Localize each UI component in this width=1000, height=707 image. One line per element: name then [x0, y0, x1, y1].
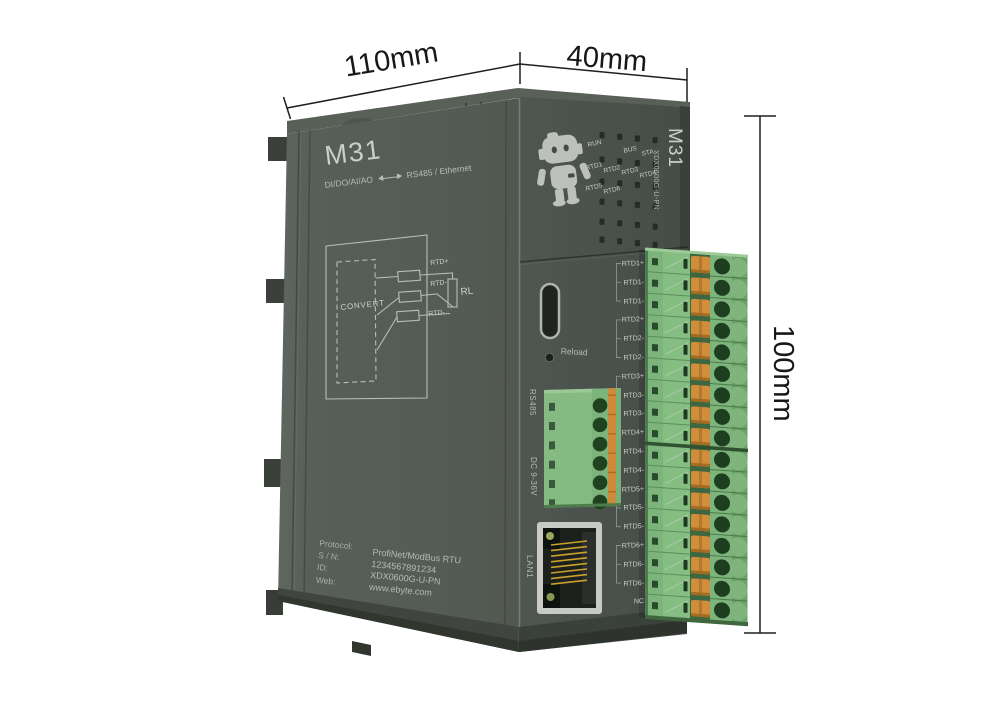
rs485-wire-hole: [592, 436, 608, 452]
terminal-wire-hole: [714, 430, 730, 447]
led-hole: [634, 135, 640, 142]
rs485-wire-hole: [592, 456, 608, 471]
terminal-wire-hole: [714, 580, 730, 597]
terminal-wire-hole: [714, 537, 730, 554]
terminal-wire-hole: [714, 322, 730, 339]
terminal-wire-hole: [714, 451, 730, 468]
terminal-pin-slot: [652, 515, 658, 524]
usb-c-port: [539, 282, 561, 340]
rs485-pin-slot: [549, 479, 555, 489]
terminal-pin-slot: [652, 451, 658, 459]
reload-button: [544, 352, 555, 363]
terminal-wire-hole: [714, 258, 730, 275]
led-hole: [652, 161, 658, 168]
terminal-wire-hole: [714, 494, 730, 511]
led-hole: [634, 181, 640, 189]
led-hole: [617, 180, 623, 187]
led-hole: [617, 238, 623, 245]
led-hole: [652, 223, 658, 230]
terminal-group-bracket: [616, 319, 621, 358]
led-hole: [634, 239, 640, 247]
led-hole: [652, 241, 658, 248]
terminal-group-bracket: [616, 545, 621, 584]
side-skirt-shadow: [278, 595, 519, 652]
terminal-pin-slot: [652, 601, 658, 610]
led-hole: [599, 132, 605, 139]
led-grid: [599, 132, 658, 248]
terminal-wire-hole: [714, 279, 730, 296]
terminal-pin-slot: [652, 365, 658, 373]
side-face-grooves: [291, 100, 507, 649]
circuit-diagram: [325, 234, 458, 400]
led-hole: [652, 203, 658, 210]
terminal-wire-hole: [714, 344, 730, 361]
terminal-pin-slot: [652, 537, 658, 545]
terminal-pin-slot: [652, 558, 658, 567]
terminal-pin-slot: [652, 408, 658, 416]
rj45-pins: [550, 540, 588, 585]
side-face: [278, 98, 519, 652]
led-hole: [599, 178, 605, 185]
led-hole: [617, 200, 623, 207]
terminal-wire-hole: [714, 387, 730, 404]
terminal-pin-slot: [652, 322, 658, 330]
led-hole: [634, 221, 640, 229]
terminal-pin-slot: [652, 429, 658, 438]
rj45-port: [537, 522, 602, 614]
robot-logo-icon: [537, 132, 591, 207]
terminal-pin-slot: [652, 580, 658, 588]
terminal-wire-hole: [714, 473, 730, 490]
led-hole: [599, 156, 605, 163]
terminal-block: [645, 247, 748, 627]
led-hole: [652, 183, 658, 190]
led-hole: [617, 133, 623, 140]
terminal-wire-hole: [714, 301, 730, 318]
terminal-pin-slot: [652, 257, 658, 266]
terminal-pin-slot: [652, 472, 658, 481]
terminal-wire-hole: [714, 559, 730, 576]
front-skirt-shadow: [519, 620, 687, 652]
rs485-wire-hole: [592, 417, 608, 433]
rs485-wire-hole: [592, 475, 608, 491]
rs485-pin-slot: [549, 460, 555, 469]
terminal-pin-slot: [652, 343, 658, 352]
front-right-bevel: [680, 106, 690, 257]
terminal-pin-slot: [652, 386, 658, 395]
led-hole: [652, 137, 658, 144]
led-hole: [599, 198, 605, 205]
rs485-power-connector: [544, 387, 621, 510]
rs485-wire-hole: [592, 398, 608, 413]
led-hole: [634, 159, 640, 167]
led-hole: [599, 236, 605, 243]
led-hole: [617, 158, 623, 165]
bottom-foot: [352, 641, 371, 656]
rj45-led: [546, 593, 555, 601]
rs485-pin-slot: [549, 402, 555, 411]
top-face: [287, 88, 690, 134]
terminal-wire-hole: [714, 365, 730, 382]
rl-resistor: [447, 278, 458, 308]
terminal-pin-slot: [652, 494, 658, 502]
led-hole: [617, 220, 623, 227]
terminal-pin-slot: [652, 279, 658, 287]
din-rail-tabs: [264, 137, 289, 615]
led-hole: [599, 218, 605, 225]
terminal-shadow: [639, 250, 646, 618]
rs485-pin-slot: [549, 422, 555, 431]
terminal-group-bracket: [616, 263, 621, 302]
rs485-pin-slot: [549, 441, 555, 450]
terminal-wire-hole: [714, 602, 730, 619]
led-hole: [634, 201, 640, 209]
terminal-wire-hole: [714, 516, 730, 533]
robot-eyes: [551, 144, 575, 178]
dimension-lines: [282, 52, 776, 634]
terminal-pin-slot: [652, 300, 658, 309]
rj45-led: [546, 532, 554, 540]
terminal-wire-hole: [714, 408, 730, 425]
